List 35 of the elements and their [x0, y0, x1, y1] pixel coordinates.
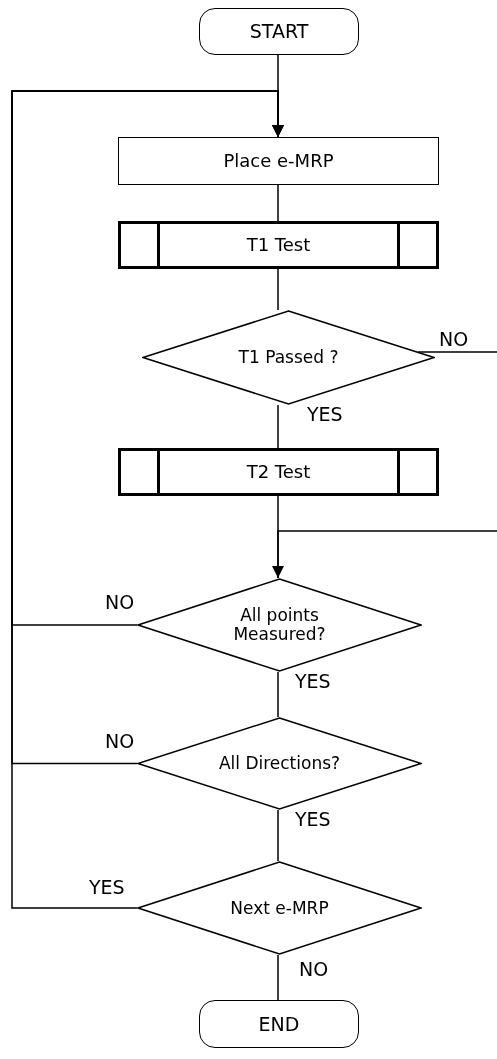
node-text: Place e-MRP	[223, 151, 334, 171]
node-text: T1 Test	[246, 235, 311, 255]
connector-line	[417, 351, 497, 353]
edge-label: NO	[298, 960, 330, 979]
edge-label: YES	[294, 810, 332, 829]
connector-line	[277, 184, 279, 222]
edge-label: NO	[438, 330, 470, 349]
node-text: START	[249, 21, 309, 42]
node-text: All Directions?	[218, 754, 341, 773]
subroutine-box	[118, 448, 439, 496]
connector-line	[277, 954, 279, 1001]
decision-diamond	[142, 310, 435, 405]
decision-diamond	[137, 861, 422, 955]
node-text: All points Measured?	[232, 606, 327, 644]
node-text: END	[258, 1013, 300, 1035]
connector-line	[11, 90, 284, 909]
node-text: T2 Test	[246, 462, 311, 482]
decision-diamond	[137, 578, 422, 672]
edge-label: YES	[294, 672, 332, 691]
node-text: Next e-MRP	[230, 898, 329, 918]
connector-line	[277, 809, 279, 862]
edge-label: YES	[88, 878, 126, 897]
connector-line	[277, 268, 279, 311]
decision-diamond	[137, 717, 422, 810]
connector-line	[277, 671, 279, 718]
edge-label: NO	[104, 593, 136, 612]
subroutine-box	[118, 221, 439, 269]
edge-label: NO	[104, 732, 136, 751]
process-box	[118, 137, 439, 185]
node-text: T1 Passed ?	[238, 348, 339, 367]
edge-label: YES	[306, 405, 344, 424]
start-terminal	[199, 8, 359, 55]
end-terminal	[199, 1000, 359, 1048]
connector-line	[277, 404, 279, 449]
connector-line	[272, 530, 497, 579]
